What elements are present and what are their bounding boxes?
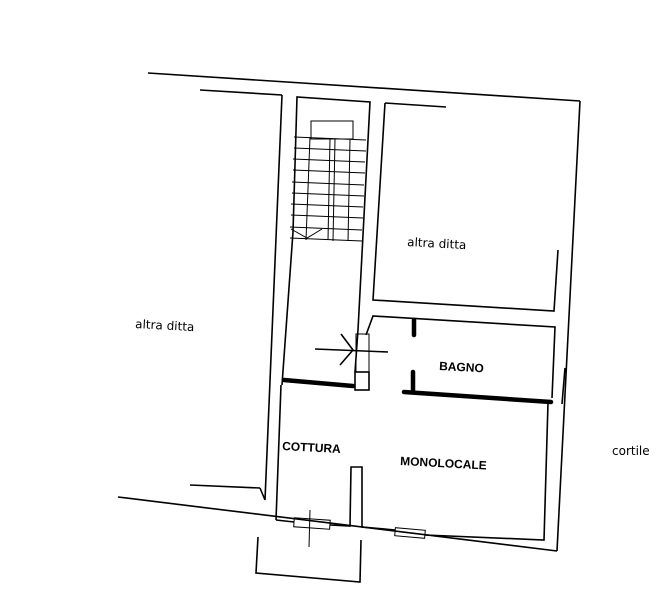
stair-treads [289,136,367,242]
label-kitchen: COTTURA [282,439,342,456]
stair-well [281,96,371,386]
label-bathroom: BAGNO [439,359,484,375]
label-courtyard: cortile [612,444,650,458]
entrance [281,333,389,391]
label-studio: MONOLOCALE [400,454,487,473]
entrance-arrow-icon [339,333,355,366]
bathroom [365,315,566,405]
label-top-right-neighbor: altra ditta [407,235,467,252]
neighbor-room [372,102,559,312]
label-left-neighbor: altra ditta [135,317,195,334]
main-room [275,384,549,548]
outer-walls [117,72,581,552]
balcony [255,536,362,583]
